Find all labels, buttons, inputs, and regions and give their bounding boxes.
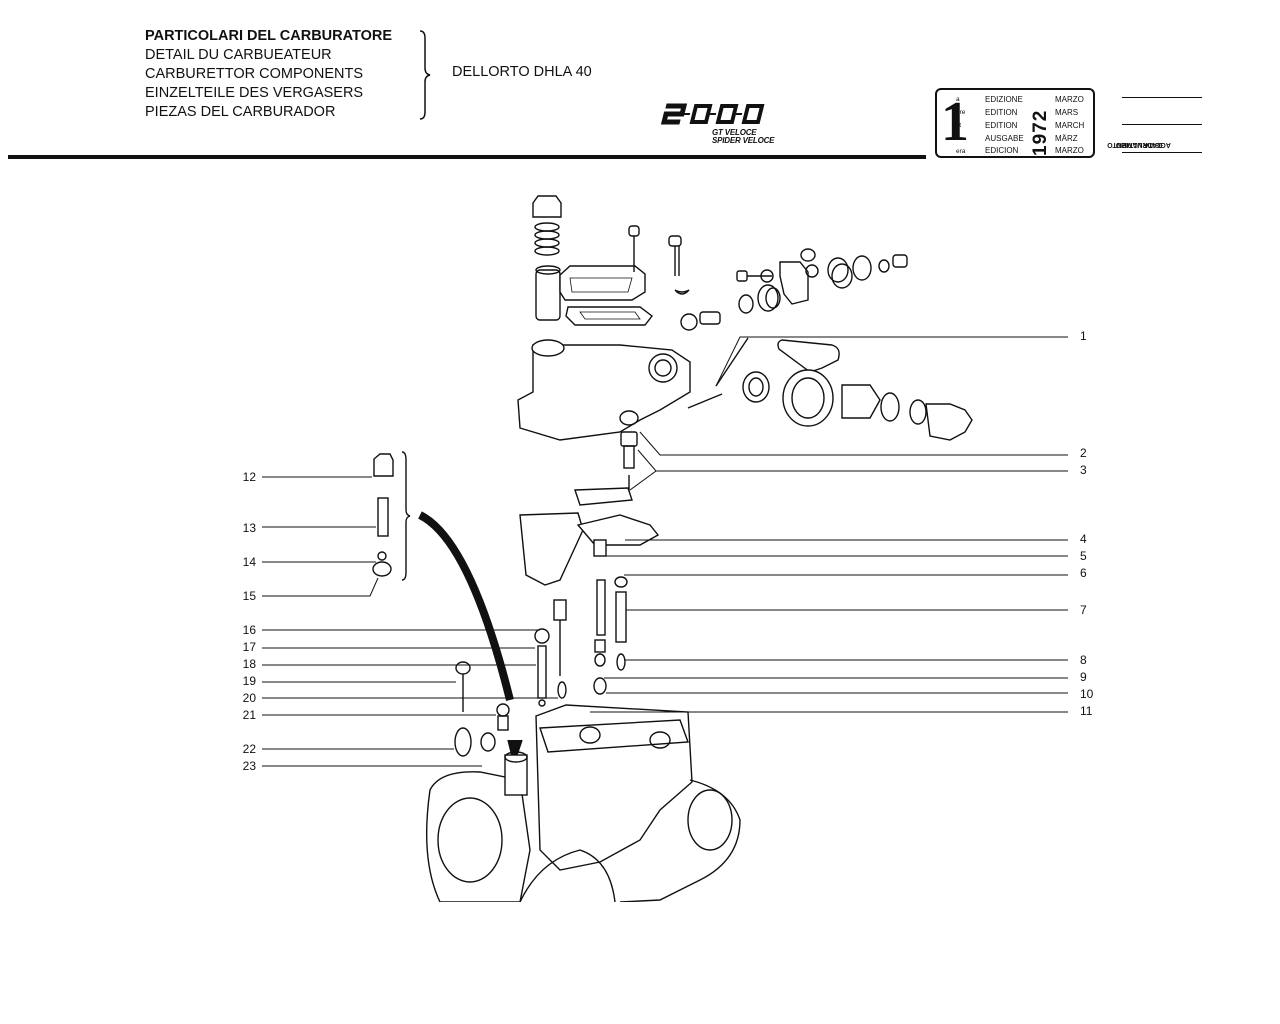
callout-20: 20 <box>242 691 256 705</box>
edition-label: AUSGABE <box>985 134 1024 143</box>
callout-18: 18 <box>242 657 256 671</box>
needle-valve-part <box>620 431 638 498</box>
logo-subtitle-gt: GT VELOCE <box>712 128 757 137</box>
edition-number: 1 <box>941 91 969 153</box>
callout-15: 15 <box>242 589 256 603</box>
callout-5: 5 <box>1080 549 1087 563</box>
callout-16: 16 <box>242 623 256 637</box>
edition-suffix: . <box>956 135 958 142</box>
alfa-2000-logo <box>660 103 765 125</box>
callout-6: 6 <box>1080 566 1087 580</box>
callout-23: 23 <box>242 759 256 773</box>
title-german: EINZELTEILE DES VERGASERS <box>145 85 364 101</box>
edition-label: EDICION <box>985 146 1019 155</box>
pump-lever-part <box>680 248 908 331</box>
title-english: CARBURETTOR COMPONENTS <box>145 66 364 82</box>
carburettor-cover-part <box>517 337 749 441</box>
callout-21: 21 <box>242 708 256 722</box>
screw-parts <box>628 225 690 295</box>
callout-10: 10 <box>1080 687 1094 701</box>
callout-2: 2 <box>1080 446 1087 460</box>
idle-jet-parts <box>372 451 523 767</box>
edition-suffix: era <box>956 148 966 155</box>
title-spanish: PIEZAS DEL CARBURADOR <box>145 104 336 120</box>
edition-box: 1 a ere st . era EDIZIONE EDITION EDITIO… <box>935 88 1095 158</box>
float-part <box>519 487 660 586</box>
edition-month: MARS <box>1055 108 1079 117</box>
title-brace <box>419 30 431 120</box>
callout-12: 12 <box>242 470 256 484</box>
callout-22: 22 <box>242 742 256 756</box>
carburettor-model: DELLORTO DHLA 40 <box>452 64 592 80</box>
logo-subtitle-spider: SPIDER VELOCE <box>712 136 775 145</box>
callout-17: 17 <box>242 640 256 654</box>
edition-month: MARZO <box>1055 146 1084 155</box>
edition-label: EDITION <box>985 121 1018 130</box>
edition-label: EDIZIONE <box>985 95 1023 104</box>
filter-cover-part <box>559 265 653 326</box>
callout-4: 4 <box>1080 532 1087 546</box>
edition-label: EDITION <box>985 108 1018 117</box>
edition-suffix: st <box>956 122 962 129</box>
update-line <box>1122 97 1202 98</box>
fuel-inlet-banjo-part <box>742 339 973 441</box>
edition-month: MARZO <box>1055 95 1084 104</box>
title-italian: PARTICOLARI DEL CARBURATORE <box>145 28 393 44</box>
callout-14: 14 <box>242 555 256 569</box>
jet-tube-parts <box>534 539 628 707</box>
edition-month: MARCH <box>1055 121 1085 130</box>
callout-13: 13 <box>242 521 256 535</box>
edition-month: MÄRZ <box>1055 134 1078 143</box>
callout-leaders-right <box>590 336 1068 713</box>
carburettor-body-part <box>410 704 741 906</box>
update-line <box>1122 124 1202 125</box>
callout-7: 7 <box>1080 603 1087 617</box>
update-line <box>1122 152 1202 153</box>
callout-leaders-left <box>262 476 558 767</box>
callout-1: 1 <box>1080 329 1087 343</box>
callout-11: 11 <box>1080 704 1093 718</box>
callout-9: 9 <box>1080 670 1087 684</box>
callout-19: 19 <box>242 674 256 688</box>
title-french: DETAIL DU CARBUEATEUR <box>145 47 332 63</box>
edition-suffix: ere <box>956 109 966 116</box>
callout-3: 3 <box>1080 463 1087 477</box>
header-rule <box>8 155 926 159</box>
edition-suffix: a <box>956 96 960 103</box>
callout-8: 8 <box>1080 653 1087 667</box>
title-block: PARTICOLARI DEL CARBURATORE DETAIL DU CA… <box>145 27 392 122</box>
inlet-cap-part <box>532 195 562 321</box>
